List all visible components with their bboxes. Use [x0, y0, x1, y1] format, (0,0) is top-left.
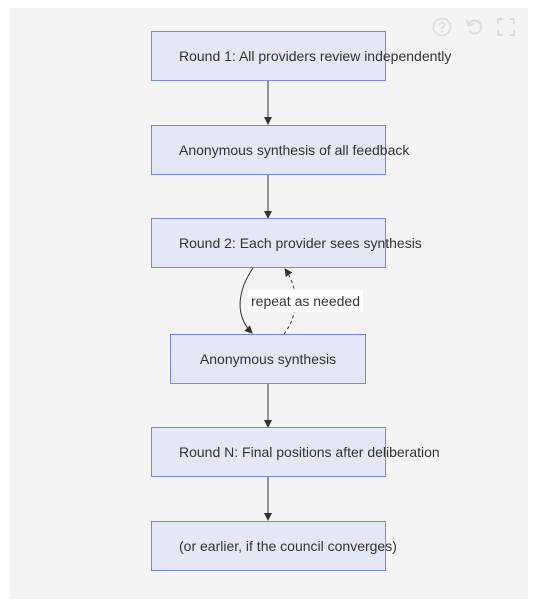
node-anonymous-synthesis-all: Anonymous synthesis of all feedback	[151, 125, 409, 175]
node-round-1: Round 1: All providers review independen…	[151, 31, 451, 81]
node-anonymous-synthesis: Anonymous synthesis	[170, 334, 366, 384]
node-or-earlier: (or earlier, if the council converges)	[151, 521, 397, 571]
reset-icon[interactable]	[463, 16, 485, 38]
node-round-n: Round N: Final positions after deliberat…	[151, 427, 440, 477]
edge-loop-back	[283, 268, 296, 335]
help-icon[interactable]	[431, 16, 453, 38]
diagram-toolbar	[431, 16, 517, 38]
fullscreen-icon[interactable]	[495, 16, 517, 38]
edge-round2-to-synthesis	[239, 267, 254, 334]
node-round-2: Round 2: Each provider sees synthesis	[151, 218, 422, 268]
edge-label-repeat: repeat as needed	[248, 290, 363, 312]
